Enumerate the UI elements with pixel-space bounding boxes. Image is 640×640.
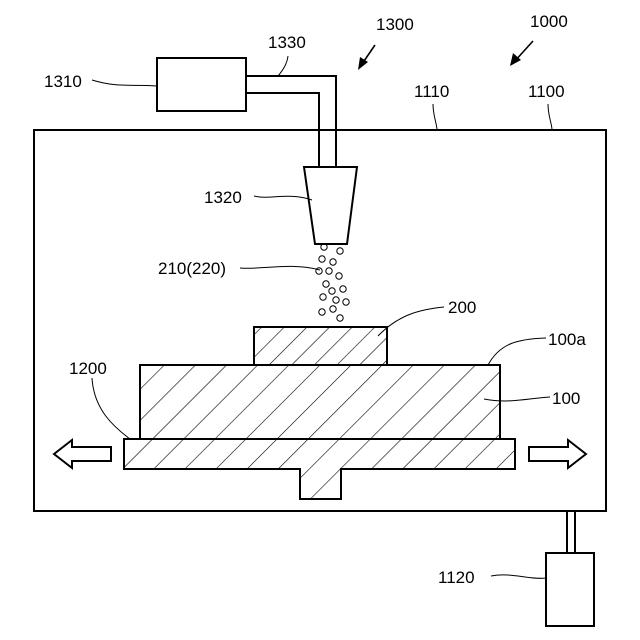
label-apparatus: 1000 — [530, 12, 568, 31]
supply-pipe — [246, 76, 336, 167]
label-nozzle: 1320 — [204, 188, 242, 207]
label-substrate-surface: 100a — [548, 330, 586, 349]
label-stage: 1200 — [69, 359, 107, 378]
move-left-arrow-icon — [54, 440, 111, 468]
move-right-arrow-icon — [529, 440, 586, 468]
label-supply-pipe: 1330 — [268, 33, 306, 52]
particle-stream — [316, 244, 349, 321]
film-layer — [254, 327, 387, 365]
substrate — [140, 365, 500, 439]
label-chamber-wall: 1110 — [414, 82, 449, 101]
label-particles: 210(220) — [158, 259, 226, 278]
label-chamber: 1100 — [528, 82, 565, 101]
stage-table — [124, 439, 515, 499]
label-substrate: 100 — [552, 389, 580, 408]
nozzle — [304, 167, 357, 244]
pump — [546, 511, 594, 626]
label-film: 200 — [448, 298, 476, 317]
label-pump: 1120 — [438, 568, 475, 587]
reference-arrows — [358, 41, 533, 70]
label-supply-source: 1310 — [44, 72, 82, 91]
supply-source-box — [157, 58, 246, 111]
label-supply-unit: 1300 — [376, 15, 414, 34]
